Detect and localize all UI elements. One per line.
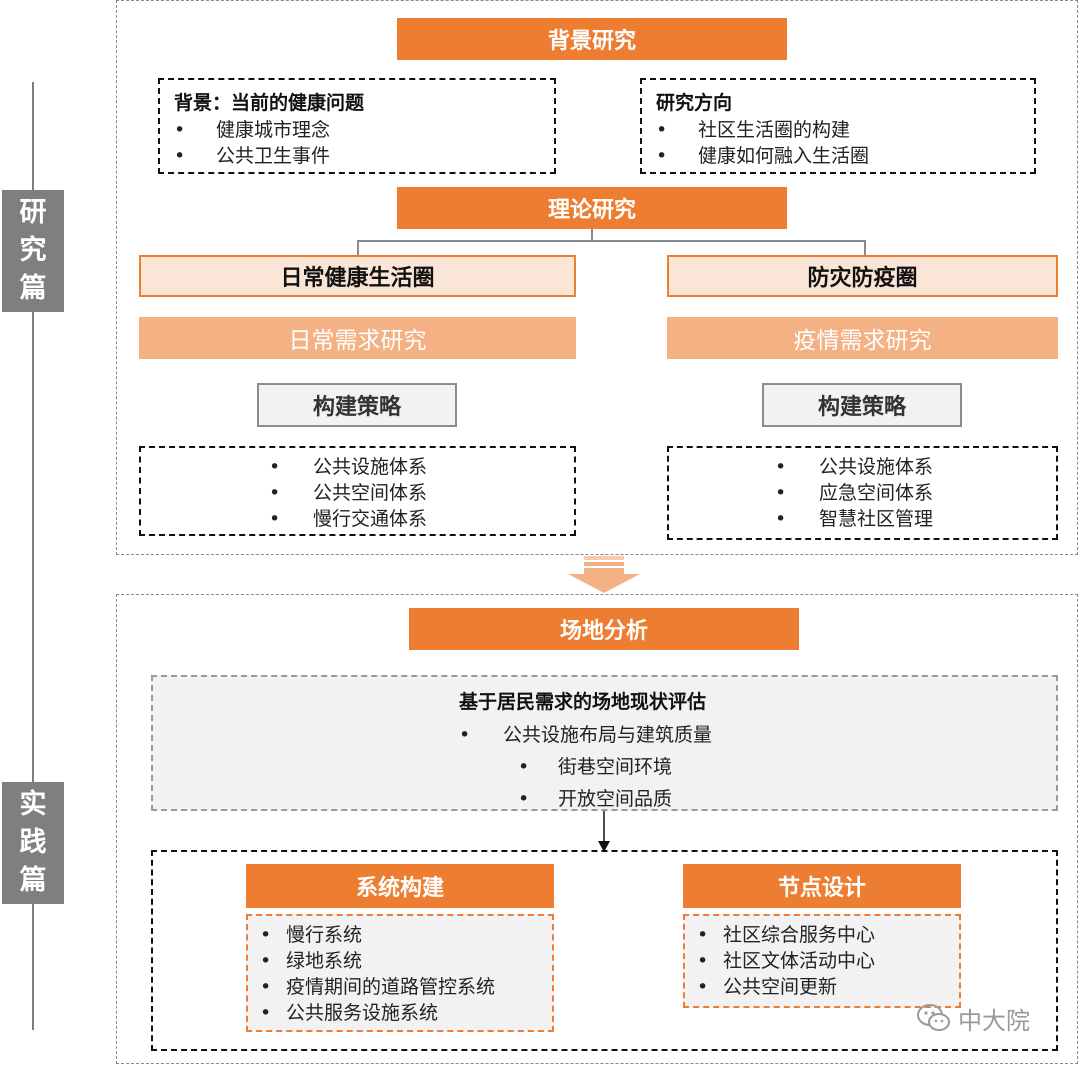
list-item: •社区综合服务中心 [697, 924, 876, 946]
background-box: 背景：当前的健康问题 •健康城市理念 •公共卫生事件 [158, 78, 556, 174]
list-item: •慢行系统 [260, 924, 363, 946]
right-strategy-list: •公共设施体系 •应急空间体系 •智慧社区管理 [667, 446, 1058, 540]
daily-health-circle-bar: 日常健康生活圈 [139, 255, 576, 297]
list-item: •公共卫生事件 [174, 145, 331, 167]
theory-research-bar: 理论研究 [397, 187, 787, 229]
assessment-box: 基于居民需求的场地现状评估 •公共设施布局与建筑质量 •街巷空间环境 •开放空间… [151, 675, 1058, 811]
list-item: •疫情期间的道路管控系统 [260, 976, 496, 998]
watermark: 中大院 [916, 1000, 1056, 1036]
epidemic-need-bar: 疫情需求研究 [667, 317, 1058, 359]
practice-panel [116, 594, 1078, 1064]
list-item: •公共服务设施系统 [260, 1002, 439, 1024]
list-item: •健康城市理念 [174, 119, 331, 141]
direction-box-title: 研究方向 [656, 92, 733, 114]
small-down-arrow-icon [598, 811, 610, 852]
direction-box: 研究方向 •社区生活圈的构建 •健康如何融入生活圈 [640, 78, 1036, 174]
watermark-text: 中大院 [958, 1006, 1030, 1035]
design-container [151, 850, 1058, 1051]
left-strategy-list: •公共设施体系 •公共空间体系 •慢行交通体系 [139, 446, 576, 536]
connector-line [357, 240, 865, 242]
list-item: •应急空间体系 [775, 482, 934, 504]
down-arrow-icon [568, 556, 640, 593]
list-item: •智慧社区管理 [775, 508, 934, 530]
left-strategy-box: 构建策略 [257, 383, 457, 427]
list-item: •公共空间更新 [697, 976, 838, 998]
background-box-title: 背景：当前的健康问题 [174, 92, 365, 114]
timeline-line [32, 82, 34, 1030]
connector-line [591, 229, 593, 241]
connector-line [357, 240, 359, 256]
list-item: •公共设施布局与建筑质量 [459, 724, 713, 746]
site-analysis-bar: 场地分析 [409, 608, 799, 650]
disaster-prevention-circle-bar: 防灾防疫圈 [667, 255, 1058, 297]
node-list-box: •社区综合服务中心 •社区文体活动中心 •公共空间更新 [683, 914, 961, 1008]
list-item: •公共设施体系 [269, 456, 428, 478]
daily-need-bar: 日常需求研究 [139, 317, 576, 359]
node-design-bar: 节点设计 [683, 864, 961, 908]
system-construction-bar: 系统构建 [246, 864, 554, 908]
list-item: •健康如何融入生活圈 [656, 145, 870, 167]
system-list-box: •慢行系统 •绿地系统 •疫情期间的道路管控系统 •公共服务设施系统 [246, 914, 554, 1032]
assessment-box-title: 基于居民需求的场地现状评估 [459, 691, 707, 713]
side-label-practice: 实 践 篇 [2, 782, 64, 904]
list-item: •社区生活圈的构建 [656, 119, 851, 141]
research-panel [116, 0, 1078, 555]
list-item: •社区文体活动中心 [697, 950, 876, 972]
list-item: •开放空间品质 [518, 788, 673, 810]
list-item: •慢行交通体系 [269, 508, 428, 530]
background-research-bar: 背景研究 [397, 18, 787, 60]
right-strategy-box: 构建策略 [762, 383, 962, 427]
list-item: •绿地系统 [260, 950, 363, 972]
side-label-research: 研 究 篇 [2, 190, 64, 312]
list-item: •公共空间体系 [269, 482, 428, 504]
connector-line [864, 240, 866, 256]
list-item: •公共设施体系 [775, 456, 934, 478]
wechat-icon [917, 1004, 950, 1031]
list-item: •街巷空间环境 [518, 756, 673, 778]
